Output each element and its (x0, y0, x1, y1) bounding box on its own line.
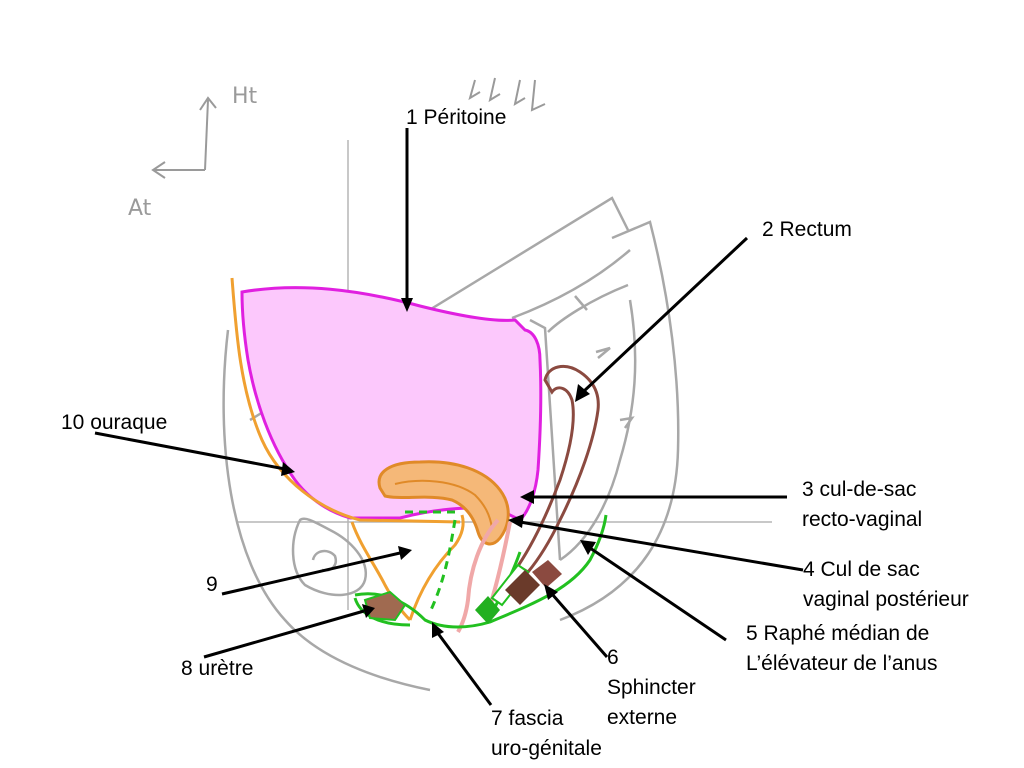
green-sphincter-block (475, 596, 500, 624)
label-raphe: 5 Raphé médian de L’élévateur de l’anus (746, 619, 937, 679)
arrowhead-cds-vaginal-posterieur (508, 514, 524, 528)
label-fascia-line2: uro-génitale (491, 737, 602, 760)
label-cds-vaginal-posterieur: 4 Cul de sac vaginal postérieur (803, 555, 969, 615)
arrowhead-rectum (575, 384, 590, 402)
rectal-sphincter-left (505, 570, 540, 605)
label-sphincter-line3: externe (607, 706, 678, 729)
label-cds-recto-vaginal-line2: recto-vaginal (802, 508, 923, 531)
label-peritoine: 1 Péritoine (406, 106, 507, 129)
label-raphe-line2: L’élévateur de l’anus (746, 652, 938, 675)
leader-lines (94, 128, 804, 706)
label-ouraque: 10 ouraque (61, 411, 168, 434)
label-nine: 9 (206, 573, 218, 596)
up-arrow-icon (199, 96, 217, 171)
arrowhead-cds-recto-vaginal (520, 490, 534, 504)
uterus (377, 460, 510, 546)
rectal-sphincter-right (532, 560, 562, 588)
arrowhead-sphincter (544, 584, 558, 600)
uro-genital-fascia-dashed (405, 510, 460, 613)
arrowhead-nine (398, 546, 412, 560)
label-sphincter-line2: Sphincter (607, 676, 696, 699)
arrowheads (281, 298, 596, 638)
orientation-front-label: At (128, 196, 152, 221)
label-sphincter-line1: 6 (607, 646, 619, 669)
sketch-scribble (468, 77, 546, 112)
pelvis-outline (222, 196, 680, 692)
label-sphincter: 6 Sphincter externe (607, 643, 696, 733)
orientation-compass (151, 96, 217, 179)
label-cds-vaginal-posterieur-line2: vaginal postérieur (803, 588, 969, 611)
arrowhead-ouraque (281, 462, 295, 476)
label-raphe-line1: 5 Raphé médian de (746, 622, 930, 645)
arrowhead-fascia (432, 622, 444, 638)
arrowhead-peritoine (401, 298, 413, 312)
label-cds-vaginal-posterieur-line1: 4 Cul de sac (803, 558, 920, 581)
label-rectum: 2 Rectum (762, 218, 852, 241)
urethral-sphincter (363, 590, 407, 622)
label-cds-recto-vaginal: 3 cul-de-sac recto-vaginal (802, 475, 922, 535)
label-fascia: 7 fascia uro-génitale (491, 704, 602, 764)
left-arrow-icon (151, 161, 205, 179)
arrowhead-uretre (362, 604, 375, 618)
label-uretre: 8 urètre (181, 657, 254, 680)
rectum (515, 364, 600, 574)
arrowhead-raphe (580, 540, 596, 555)
orientation-top-label: Ht (232, 84, 258, 109)
label-cds-recto-vaginal-line1: 3 cul-de-sac (802, 478, 917, 501)
label-fascia-line1: 7 fascia (491, 707, 564, 730)
